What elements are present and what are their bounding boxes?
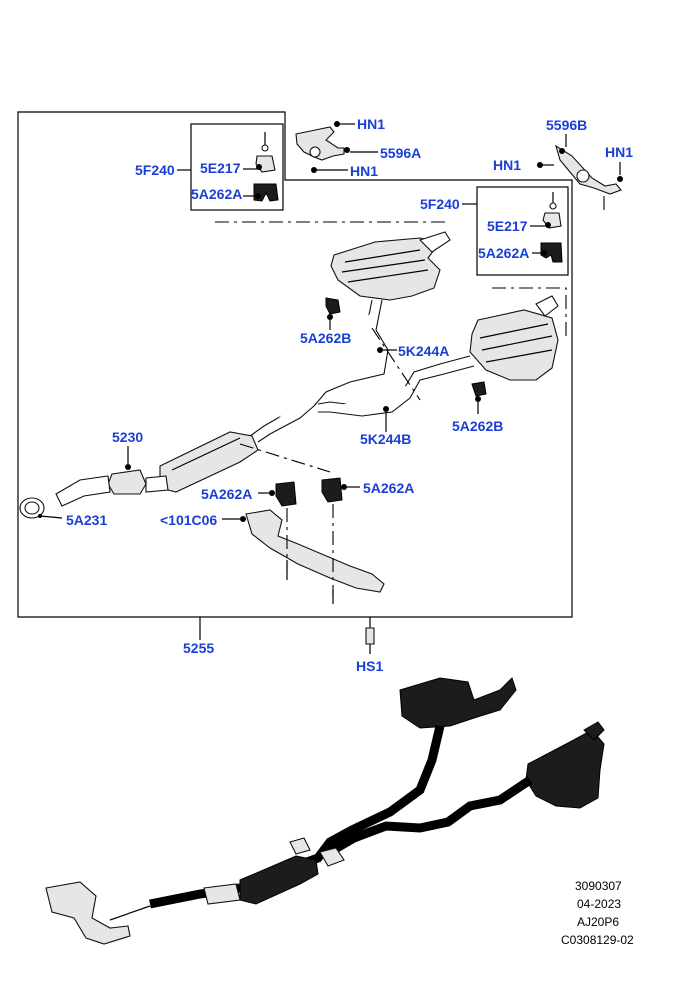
meta-line-4: C0308129-02 (561, 933, 634, 947)
callout-5596b[interactable]: 5596B (546, 117, 587, 133)
callout-hs1[interactable]: HS1 (356, 658, 383, 674)
exhaust-assembly-lineart (19, 231, 559, 654)
callout-hn1-top[interactable]: HN1 (357, 116, 385, 132)
hanger-bracket-5596a (295, 121, 378, 173)
meta-line-3: AJ20P6 (577, 915, 619, 929)
callout-5a262a-right[interactable]: 5A262A (478, 245, 529, 261)
callout-5a262b-right[interactable]: 5A262B (452, 418, 503, 434)
callout-5f240-left[interactable]: 5F240 (135, 162, 175, 178)
callout-5e217-left[interactable]: 5E217 (200, 160, 241, 176)
callouts: HN1 5596A HN1 5596B HN1 HN1 5F240 5E217 … (66, 116, 633, 674)
document-meta: 3090307 04-2023 AJ20P6 C0308129-02 (561, 879, 634, 947)
callout-5230[interactable]: 5230 (112, 429, 143, 445)
callout-101c06[interactable]: <101C06 (160, 512, 217, 528)
callout-5e217-right[interactable]: 5E217 (487, 218, 528, 234)
detail-box-right (462, 186, 569, 340)
exhaust-silhouette-view (45, 677, 605, 945)
callout-5f240-right[interactable]: 5F240 (420, 196, 460, 212)
callout-5596a[interactable]: 5596A (380, 145, 421, 161)
callout-5a262a-left[interactable]: 5A262A (191, 186, 242, 202)
callout-hn1-right[interactable]: HN1 (605, 144, 633, 160)
callout-5a262a-lower-right[interactable]: 5A262A (363, 480, 414, 496)
main-frame (17, 111, 573, 640)
callout-5k244b[interactable]: 5K244B (360, 431, 411, 447)
callout-hn1-mid[interactable]: HN1 (350, 163, 378, 179)
hanger-bracket-5596b (537, 134, 623, 210)
callout-hn1-left[interactable]: HN1 (493, 157, 521, 173)
callout-5a262a-lower-left[interactable]: 5A262A (201, 486, 252, 502)
meta-line-1: 3090307 (575, 879, 622, 893)
callout-5a262b-left[interactable]: 5A262B (300, 330, 351, 346)
detail-box-left (177, 123, 445, 223)
callout-5255[interactable]: 5255 (183, 640, 214, 656)
callout-5a231[interactable]: 5A231 (66, 512, 107, 528)
meta-line-2: 04-2023 (577, 897, 621, 911)
callout-5k244a[interactable]: 5K244A (398, 343, 449, 359)
